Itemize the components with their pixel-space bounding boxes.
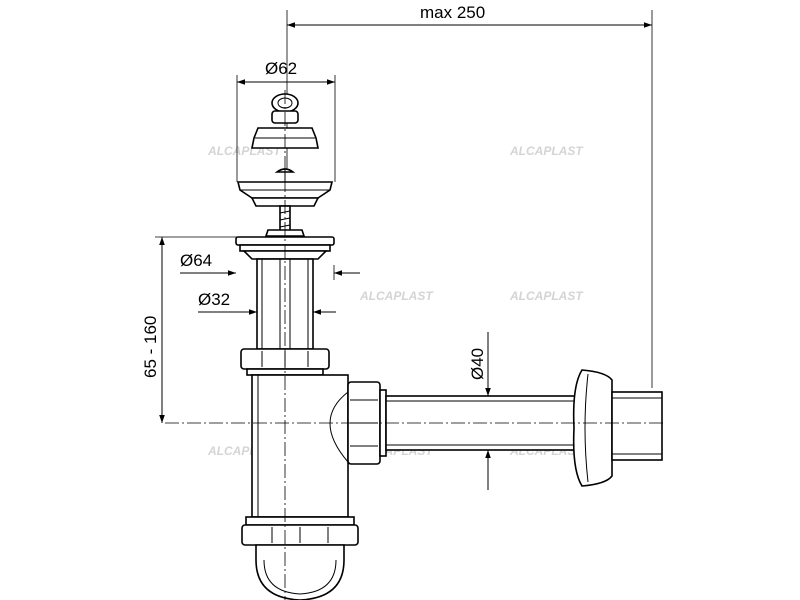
strainer-diameter-label: Ø62: [265, 59, 297, 78]
dimension-flange-diameter: Ø64: [180, 251, 360, 280]
dimension-outlet-diameter: Ø40: [468, 332, 491, 490]
dimension-strainer-diameter: Ø62: [236, 59, 336, 182]
dimension-height-range: 65 - 160: [141, 236, 240, 423]
max-width-label: max 250: [420, 3, 485, 22]
bottom-cup: [241, 516, 359, 600]
wall-rosette: [572, 369, 663, 487]
outlet-diameter-label: Ø40: [468, 348, 487, 380]
dimension-pipe-diameter: Ø32: [198, 290, 336, 315]
svg-text:ALCAPLAST: ALCAPLAST: [509, 289, 584, 303]
center-lines: [165, 90, 665, 600]
svg-text:ALCAPLAST: ALCAPLAST: [509, 144, 584, 158]
height-range-label: 65 - 160: [141, 316, 160, 378]
watermark-logos: ALCAPLAST ALCAPLAST ALCAPLAST ALCAPLAST …: [207, 144, 584, 458]
dimension-max-width: max 250: [286, 3, 653, 388]
siphon-body: [251, 374, 349, 518]
svg-text:ALCAPLAST: ALCAPLAST: [359, 289, 434, 303]
pipe-diameter-label: Ø32: [198, 290, 230, 309]
flange-diameter-label: Ø64: [180, 251, 212, 270]
